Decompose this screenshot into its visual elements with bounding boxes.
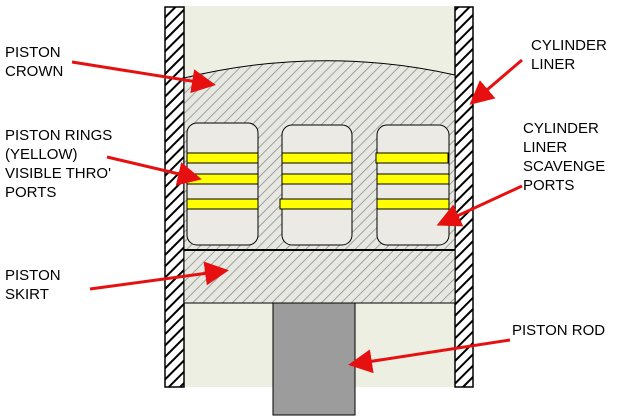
- label-piston-crown: PISTON CROWN: [5, 44, 64, 80]
- label-cylinder-liner: CYLINDER LINER: [531, 37, 607, 73]
- arrow-crown: [71, 60, 216, 94]
- scavenge-port-2: [279, 124, 353, 246]
- cylinder-liner-left: [164, 6, 185, 388]
- arrow-rings: [106, 155, 202, 186]
- arrow-liner: [469, 58, 523, 105]
- piston-rod: [272, 302, 356, 416]
- cylinder-liner-right: [454, 6, 474, 388]
- scavenge-port-1: [186, 122, 259, 246]
- arrow-skirt: [89, 261, 229, 291]
- label-piston-rod: PISTON ROD: [512, 322, 606, 339]
- label-piston-skirt: PISTON SKIRT: [5, 267, 61, 303]
- arrows: [71, 58, 523, 374]
- label-scavenge-ports: CYLINDER LINER SCAVENGE PORTS: [523, 120, 606, 194]
- arrow-rod: [348, 338, 511, 374]
- scavenge-port-3: [375, 124, 450, 246]
- arrow-ports: [436, 184, 523, 227]
- label-piston-rings: PISTON RINGS (YELLOW) VISIBLE THRO' PORT…: [5, 127, 113, 201]
